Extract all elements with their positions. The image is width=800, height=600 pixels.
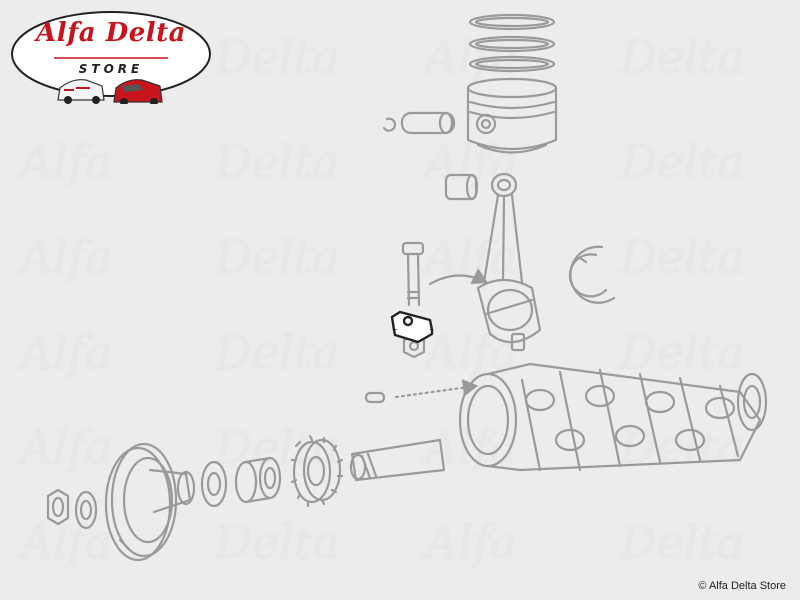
arrow: [428, 268, 488, 286]
piston: [466, 77, 558, 154]
logo-title: Alfa Delta: [36, 18, 186, 48]
small-end-bush: [444, 173, 479, 201]
bearing-shell: [568, 245, 616, 304]
bolt-lock-plate[interactable]: [390, 310, 434, 344]
logo-subtitle: STORE: [78, 62, 144, 76]
white-car-icon: [57, 79, 105, 104]
pulley-washer: [74, 490, 98, 530]
timing-sprocket: [290, 434, 344, 508]
circlip: [382, 117, 397, 132]
copyright-notice: © Alfa Delta Store: [698, 580, 786, 592]
red-car-icon: [113, 79, 163, 104]
washer: [200, 460, 228, 508]
crankshaft-key: [364, 391, 386, 404]
piston-pin: [400, 111, 456, 135]
piston-ring: [468, 35, 556, 53]
crankshaft-pulley: [104, 442, 196, 562]
spacer-sleeve: [234, 456, 282, 504]
logo-badge: [11, 11, 211, 104]
piston-ring: [468, 13, 556, 31]
rod-bolt: [401, 241, 425, 307]
arrow: [394, 379, 479, 399]
connecting-rod: [476, 172, 542, 352]
piston-ring: [468, 55, 556, 73]
crankshaft: [349, 362, 768, 482]
store-logo[interactable]: Alfa Delta STORE: [10, 8, 212, 104]
pulley-nut: [46, 488, 70, 526]
